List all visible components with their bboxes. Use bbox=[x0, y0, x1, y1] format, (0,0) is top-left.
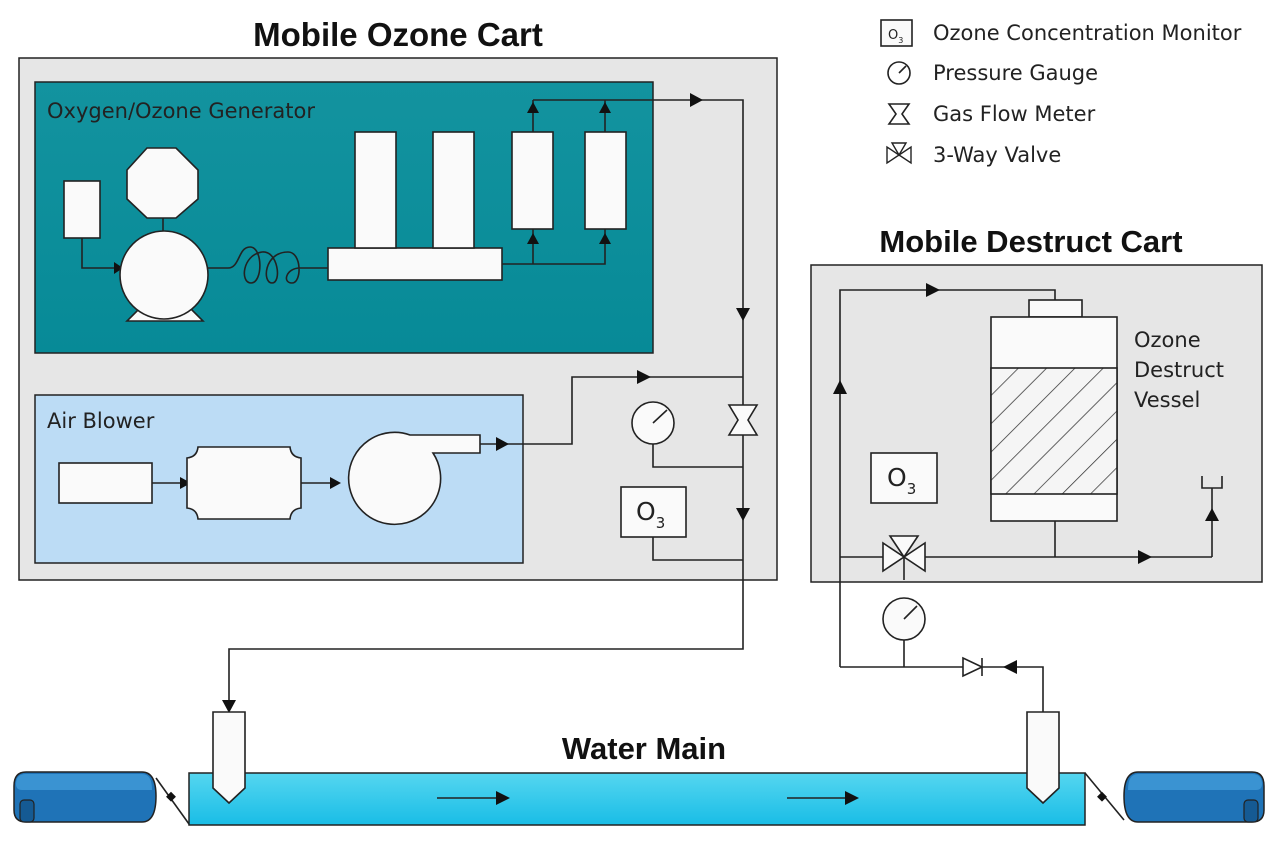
generator-column-2 bbox=[432, 131, 475, 249]
svg-text:O3: O3 bbox=[888, 28, 903, 45]
ozone-monitor-label: O3 bbox=[636, 497, 665, 532]
destruct-cart-title: Mobile Destruct Cart bbox=[879, 224, 1182, 259]
gas-flow-meter bbox=[727, 404, 759, 436]
legend: O3 Ozone Concentration Monitor Pressure … bbox=[880, 19, 1242, 167]
sampling-quill bbox=[1026, 711, 1060, 805]
air-blower-label: Air Blower bbox=[47, 409, 155, 433]
heat-coil bbox=[208, 246, 328, 284]
vessel-label-3: Vessel bbox=[1134, 388, 1200, 412]
vessel-cap bbox=[1028, 299, 1083, 318]
generator-column-1 bbox=[354, 131, 397, 249]
three-way-valve-icon bbox=[886, 142, 912, 165]
ozone-cart-title: Mobile Ozone Cart bbox=[253, 16, 543, 53]
vessel-label-2: Destruct bbox=[1134, 358, 1224, 382]
oxygen-tank bbox=[63, 180, 101, 239]
legend-label-flow: Gas Flow Meter bbox=[933, 102, 1096, 126]
vessel-media bbox=[990, 367, 1118, 495]
air-intake bbox=[58, 462, 153, 504]
legend-label-gauge: Pressure Gauge bbox=[933, 61, 1098, 85]
generator-label: Oxygen/Ozone Generator bbox=[47, 99, 315, 123]
generator-column-3 bbox=[511, 131, 554, 230]
injection-quill bbox=[212, 711, 246, 805]
blower-fan bbox=[347, 431, 481, 526]
right-pipe-end bbox=[1084, 771, 1265, 823]
ozone-monitor bbox=[620, 486, 687, 538]
ozone-monitor-icon bbox=[880, 19, 913, 47]
compressor bbox=[119, 230, 209, 320]
air-filter bbox=[186, 446, 302, 520]
legend-label-monitor: Ozone Concentration Monitor bbox=[933, 21, 1242, 45]
ozone-monitor-destruct-label: O3 bbox=[887, 463, 916, 498]
left-pipe-end bbox=[13, 771, 190, 825]
water-main-title: Water Main bbox=[562, 731, 726, 766]
vessel-label-1: Ozone bbox=[1134, 328, 1201, 352]
generator-header bbox=[327, 247, 503, 281]
three-way-valve bbox=[882, 535, 926, 580]
ozone-monitor-destruct bbox=[870, 452, 938, 504]
gas-flow-meter-icon bbox=[887, 103, 911, 125]
check-valve bbox=[962, 656, 984, 678]
water-main-pipe bbox=[188, 772, 1086, 826]
octagon-unit bbox=[126, 147, 199, 219]
generator-column-4 bbox=[584, 131, 627, 230]
legend-label-valve: 3-Way Valve bbox=[933, 143, 1061, 167]
